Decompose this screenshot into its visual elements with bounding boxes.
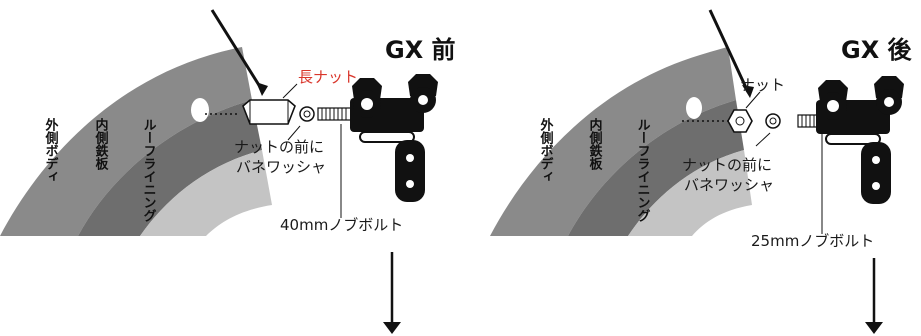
panel-title: GX 後	[841, 36, 913, 64]
arrow-down-icon	[383, 322, 401, 334]
washer-note-line1: ナットの前に	[682, 156, 772, 174]
bolt-label: 40mmノブボルト	[280, 216, 403, 234]
pointer-arrow-head	[256, 82, 268, 96]
diagram-rear-svg: GX 後 ナット ナットの前に バネワッシャ 25mmノブボルト 外側ボディ 内…	[490, 9, 913, 334]
spring-washer-icon	[299, 106, 315, 122]
nut-callout: ナット	[740, 76, 785, 94]
pointer-arrow-head	[742, 85, 754, 98]
washer-callout-leader	[755, 132, 771, 147]
layer-label-roof-lining: ルーフライニング	[141, 118, 157, 222]
bolt-label: 25mmノブボルト	[751, 232, 874, 250]
long-nut-icon	[242, 99, 296, 125]
layer-label-inner-steel: 内側鉄板	[587, 117, 604, 171]
washer-note-line1: ナットの前に	[234, 138, 324, 156]
panel-title: GX 前	[385, 36, 456, 64]
outer-body-layer	[0, 47, 252, 236]
spring-washer-icon	[765, 113, 781, 129]
layer-label-inner-steel: 内側鉄板	[93, 117, 110, 171]
mounting-hole	[686, 97, 702, 119]
roof-lining-layer	[140, 150, 272, 236]
roof-lining-layer	[628, 150, 752, 236]
diagram-front-svg: GX 前 長ナット ナットの前に バネワッシャ 40mmノブボルト 外側ボディ …	[0, 9, 456, 334]
layer-label-roof-lining: ルーフライニング	[635, 118, 651, 222]
diagram-panel-rear: GX 後 ナット ナットの前に バネワッシャ 25mmノブボルト 外側ボディ 内…	[470, 0, 921, 336]
washer-note-line2: バネワッシャ	[684, 176, 774, 194]
bracket-icon	[350, 74, 438, 202]
nut-callout: 長ナット	[298, 68, 358, 86]
mounting-hole	[191, 98, 209, 122]
inner-steel-layer	[568, 100, 744, 236]
pointer-arrow-line	[210, 9, 264, 91]
diagram-panel-front: GX 前 長ナット ナットの前に バネワッシャ 40mmノブボルト 外側ボディ …	[0, 9, 456, 334]
outer-body-layer	[490, 47, 736, 236]
washer-note-line2: バネワッシャ	[236, 158, 326, 176]
washer-callout-leader	[287, 125, 301, 141]
layer-label-outer-body: 外側ボディ	[538, 117, 555, 183]
nut-callout-leader	[282, 83, 298, 99]
hex-nut-icon	[727, 109, 753, 133]
pointer-arrow-line	[708, 9, 750, 93]
nut-callout-leader	[745, 91, 761, 109]
inner-steel-layer	[78, 100, 262, 236]
knob-bolt-icon	[317, 107, 353, 121]
bracket-icon	[816, 76, 904, 204]
arrow-down-icon	[865, 322, 883, 334]
knob-bolt-icon	[797, 114, 819, 128]
layer-label-outer-body: 外側ボディ	[43, 117, 60, 183]
